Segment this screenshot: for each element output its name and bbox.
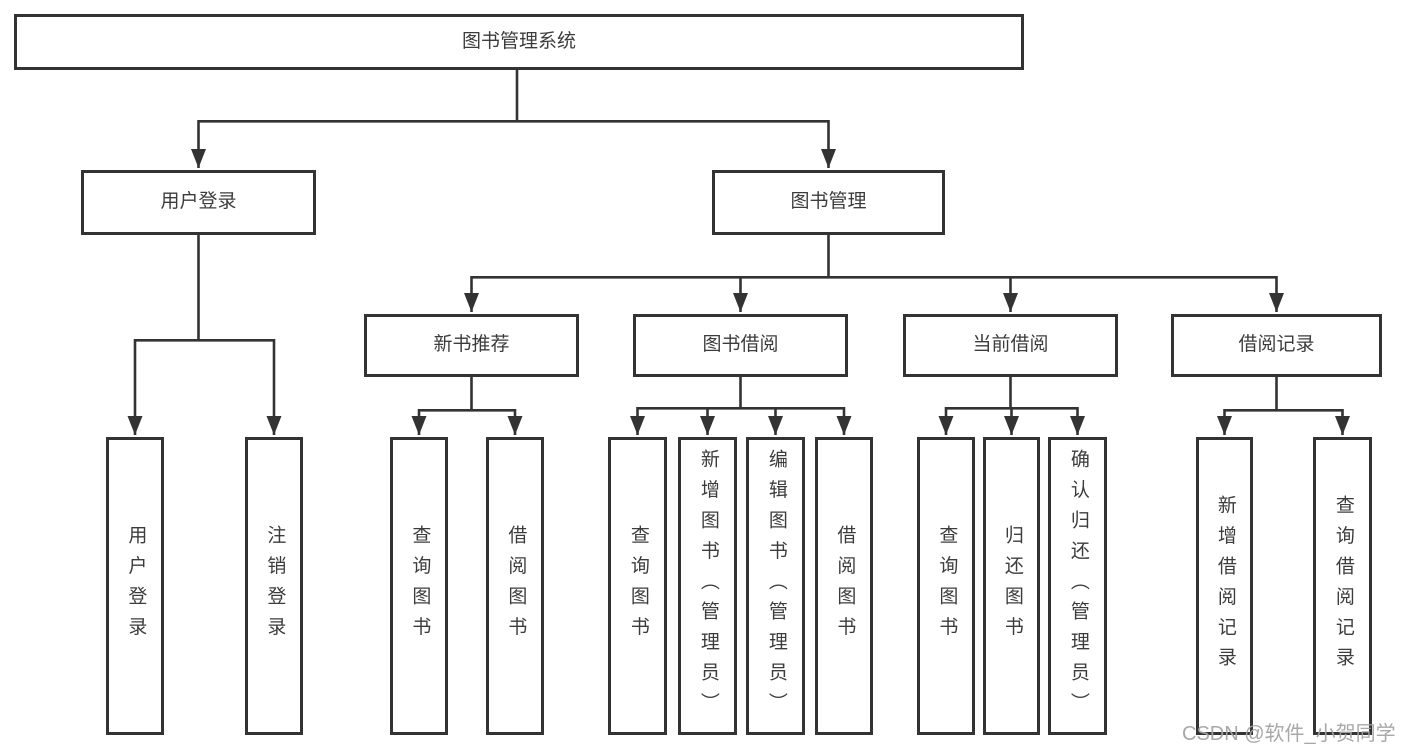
connector-new-book-trunk xyxy=(419,377,515,412)
node-leaf-newbook-query: 查询图书 xyxy=(390,437,448,735)
node-leaf-borrow-query-label: 查询图书 xyxy=(627,525,649,647)
connector-book-mgmt-trunk xyxy=(471,235,1277,279)
node-leaf-newbook-borrow-label: 借阅图书 xyxy=(505,525,527,647)
node-leaf-user-login: 用户登录 xyxy=(106,437,164,735)
node-leaf-logout: 注销登录 xyxy=(245,437,303,735)
node-root-label: 图书管理系统 xyxy=(461,30,576,52)
node-book-mgmt: 图书管理 xyxy=(712,170,945,235)
node-leaf-logout-label: 注销登录 xyxy=(264,525,286,647)
node-root: 图书管理系统 xyxy=(14,14,1024,70)
node-user-login: 用户登录 xyxy=(81,170,316,235)
node-leaf-borrow-edit: 编辑图书（管理员） xyxy=(746,437,805,735)
node-leaf-record-add-label: 新增借阅记录 xyxy=(1214,494,1236,678)
connector-book-borrow-trunk xyxy=(637,377,844,410)
node-new-book-rec-label: 新书推荐 xyxy=(433,334,510,356)
csdn-watermark: CSDN @软件_小贺同学 xyxy=(1182,723,1396,745)
node-leaf-current-return: 归还图书 xyxy=(983,437,1040,735)
node-leaf-current-return-label: 归还图书 xyxy=(1001,525,1023,647)
node-borrow-record-label: 借阅记录 xyxy=(1238,334,1315,356)
node-leaf-borrow-edit-label: 编辑图书（管理员） xyxy=(765,449,787,723)
node-leaf-record-query-label: 查询借阅记录 xyxy=(1332,494,1354,678)
node-leaf-borrow-query: 查询图书 xyxy=(608,437,667,735)
node-leaf-newbook-borrow: 借阅图书 xyxy=(486,437,544,735)
node-borrow-record: 借阅记录 xyxy=(1171,314,1382,377)
connector-borrow-record-trunk xyxy=(1224,377,1343,412)
connector-root-trunk xyxy=(198,70,829,123)
node-leaf-user-login-label: 用户登录 xyxy=(125,525,147,647)
node-book-borrow: 图书借阅 xyxy=(633,314,848,377)
node-leaf-record-add: 新增借阅记录 xyxy=(1196,437,1253,735)
node-leaf-current-confirm: 确认归还（管理员） xyxy=(1048,437,1107,735)
node-leaf-borrow-borrow-label: 借阅图书 xyxy=(834,525,856,647)
node-leaf-current-query-label: 查询图书 xyxy=(936,525,958,647)
node-book-mgmt-label: 图书管理 xyxy=(790,191,867,213)
node-user-login-label: 用户登录 xyxy=(160,191,237,213)
node-leaf-borrow-borrow: 借阅图书 xyxy=(815,437,873,735)
node-new-book-rec: 新书推荐 xyxy=(364,314,579,377)
node-current-borrow-label: 当前借阅 xyxy=(972,334,1049,356)
node-leaf-current-confirm-label: 确认归还（管理员） xyxy=(1067,449,1089,723)
node-leaf-record-query: 查询借阅记录 xyxy=(1313,437,1372,735)
connector-user-login-trunk xyxy=(135,235,274,342)
node-current-borrow: 当前借阅 xyxy=(903,314,1118,377)
node-leaf-borrow-add: 新增图书（管理员） xyxy=(678,437,737,735)
node-leaf-current-query: 查询图书 xyxy=(917,437,975,735)
node-leaf-newbook-query-label: 查询图书 xyxy=(409,525,431,647)
node-leaf-borrow-add-label: 新增图书（管理员） xyxy=(697,449,719,723)
connector-current-borrow-trunk xyxy=(946,377,1078,410)
node-book-borrow-label: 图书借阅 xyxy=(702,334,779,356)
